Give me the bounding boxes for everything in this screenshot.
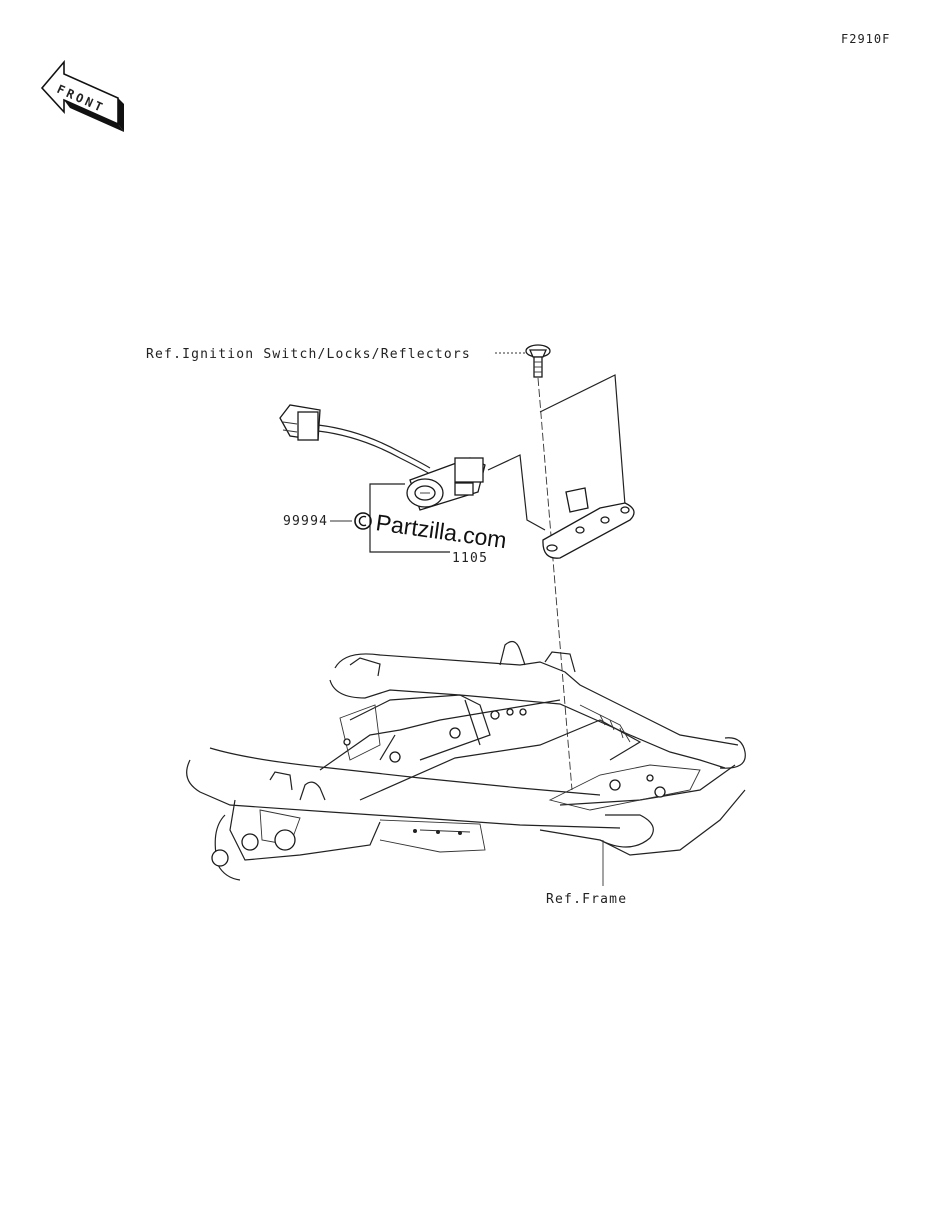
bracket-part [542,487,635,559]
part-99994-label: 99994 [283,514,328,529]
bolt-part [525,344,551,378]
copyright-icon [354,512,372,530]
ref-ignition-label: Ref.Ignition Switch/Locks/Reflectors [146,347,471,362]
figure-code: F2910F [841,32,890,46]
watermark-text: Partzilla.com [374,509,508,553]
front-arrow-icon: FRONT [40,59,124,132]
connector-part [279,404,431,475]
switch-part [406,457,486,511]
part-1105-label: 1105 [452,551,488,566]
frame-part [186,640,746,881]
ref-frame-label: Ref.Frame [546,892,627,907]
